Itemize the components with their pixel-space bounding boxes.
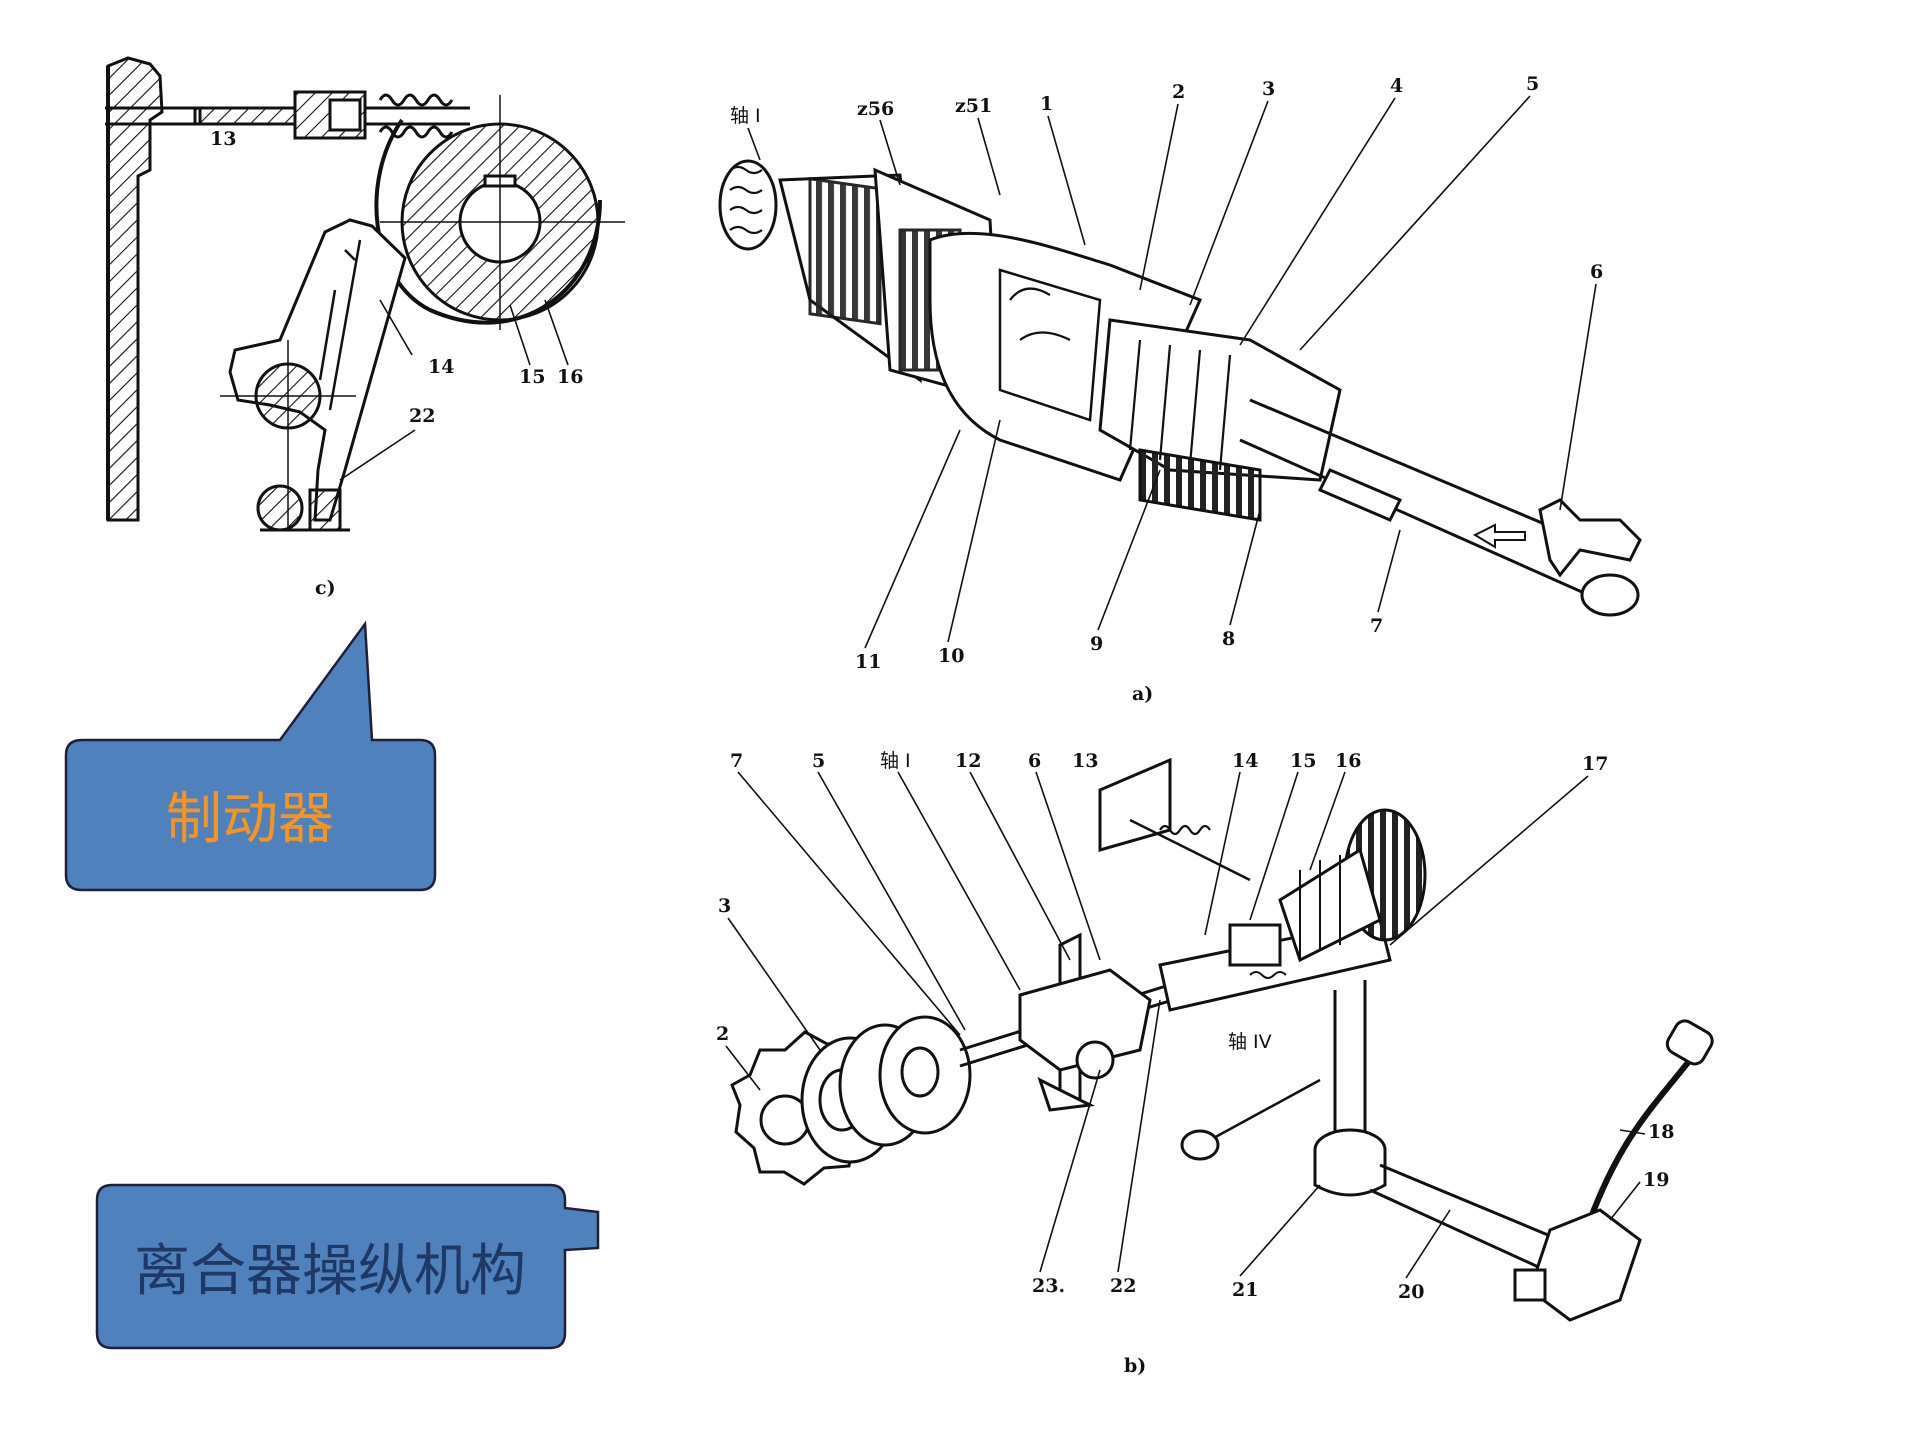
fig-b-label-19: 19 [1643, 1169, 1669, 1191]
brake-callout: 制动器 [64, 620, 437, 892]
fig-c-label-22: 22 [409, 405, 435, 427]
fig-a-label-4: 4 [1390, 75, 1403, 97]
fig-a-label-8: 8 [1222, 628, 1235, 650]
fig-a-leader-lines [747, 95, 1597, 649]
fig-c-label-14: 14 [428, 356, 454, 378]
fig-b-label-22: 22 [1110, 1275, 1136, 1297]
fig-b-label-15: 15 [1290, 750, 1316, 772]
fig-b-label-21: 21 [1232, 1279, 1258, 1301]
figure-b-clutch-control-drawing [730, 757, 1714, 1322]
fig-a-label-11: 11 [855, 651, 881, 673]
fig-c-caption: c) [315, 577, 336, 599]
fig-a-label-7: 7 [1370, 615, 1383, 637]
figure-c-brake-drawing [105, 56, 625, 532]
fig-b-label-5: 5 [812, 750, 825, 772]
clutch-callout-text: 离合器操纵机构 [134, 1239, 526, 1304]
fig-b-label-shaft-4: 轴 IV [1228, 1031, 1272, 1053]
fig-b-label-2: 2 [716, 1023, 729, 1045]
fig-a-label-z56: z56 [857, 98, 894, 120]
fig-b-label-shaft-1: 轴 I [880, 750, 911, 772]
fig-a-label-2: 2 [1172, 81, 1185, 103]
fig-c-leader-lines [339, 299, 569, 481]
fig-c-label-13: 13 [210, 128, 236, 150]
fig-b-label-20: 20 [1398, 1281, 1424, 1303]
fig-b-label-12: 12 [955, 750, 981, 772]
clutch-mechanism-callout: 离合器操纵机构 [95, 1183, 600, 1350]
fig-b-label-23: 23. [1032, 1275, 1065, 1297]
fig-a-label-z51: z51 [955, 95, 992, 117]
fig-b-label-3: 3 [718, 895, 731, 917]
fig-a-label-1: 1 [1040, 93, 1053, 115]
fig-a-caption: a) [1132, 683, 1153, 705]
figure-a-shaft-drawing [718, 159, 1642, 617]
fig-a-label-10: 10 [938, 645, 964, 667]
fig-c-label-16: 16 [557, 366, 583, 388]
fig-a-label-5: 5 [1526, 73, 1539, 95]
brake-callout-shape [64, 620, 437, 892]
fig-b-label-18: 18 [1648, 1121, 1674, 1143]
fig-c-label-15: 15 [519, 366, 545, 388]
fig-b-label-16: 16 [1335, 750, 1361, 772]
fig-b-label-17: 17 [1582, 753, 1608, 775]
fig-b-label-7: 7 [730, 750, 743, 772]
fig-a-label-6: 6 [1590, 261, 1603, 283]
clutch-callout-shape [95, 1183, 600, 1350]
fig-b-label-14: 14 [1232, 750, 1258, 772]
fig-a-label-9: 9 [1090, 633, 1103, 655]
fig-b-label-13: 13 [1072, 750, 1098, 772]
brake-callout-text: 制动器 [166, 787, 334, 852]
fig-b-label-6: 6 [1028, 750, 1041, 772]
fig-a-label-3: 3 [1262, 78, 1275, 100]
fig-a-label-shaft-1: 轴 I [730, 105, 761, 127]
fig-b-caption: b) [1124, 1355, 1146, 1377]
fig-b-leader-lines [725, 771, 1646, 1279]
